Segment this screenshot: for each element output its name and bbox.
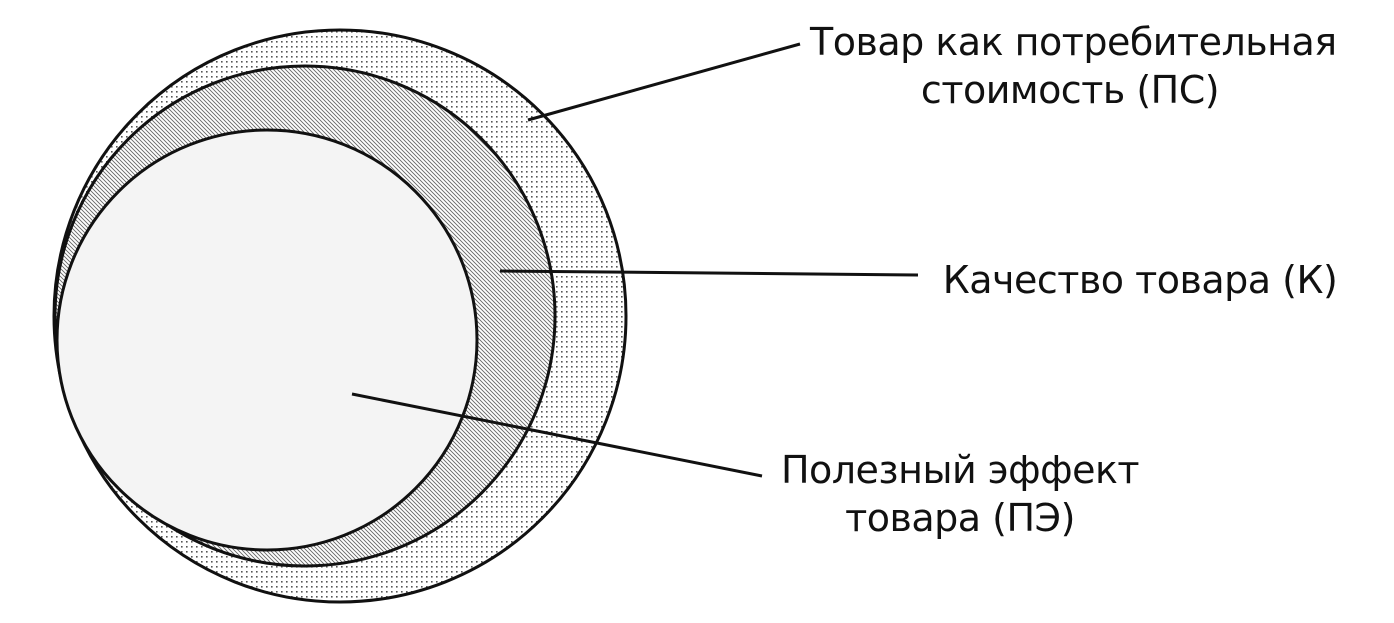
consumer-value-label-line1: Товар как потребительная (810, 20, 1337, 64)
useful-effect-label: Полезный эффект товара (ПЭ) (770, 446, 1150, 542)
useful-effect-circle (55, 128, 479, 552)
consumer-value-label-line2: стоимость (ПС) (920, 68, 1220, 112)
consumer-value-label: Товар как потребительная стоимость (ПС) (810, 18, 1337, 114)
useful-effect-label-line2: товара (ПЭ) (845, 496, 1075, 540)
useful-effect-label-line1: Полезный эффект (780, 448, 1140, 492)
consumer-value-leader-line (527, 42, 801, 122)
quality-leader-line (499, 269, 919, 277)
quality-label: Качество товара (К) (930, 256, 1350, 304)
quality-label-line1: Качество товара (К) (942, 258, 1338, 302)
useful-effect-leader-line (351, 392, 763, 478)
